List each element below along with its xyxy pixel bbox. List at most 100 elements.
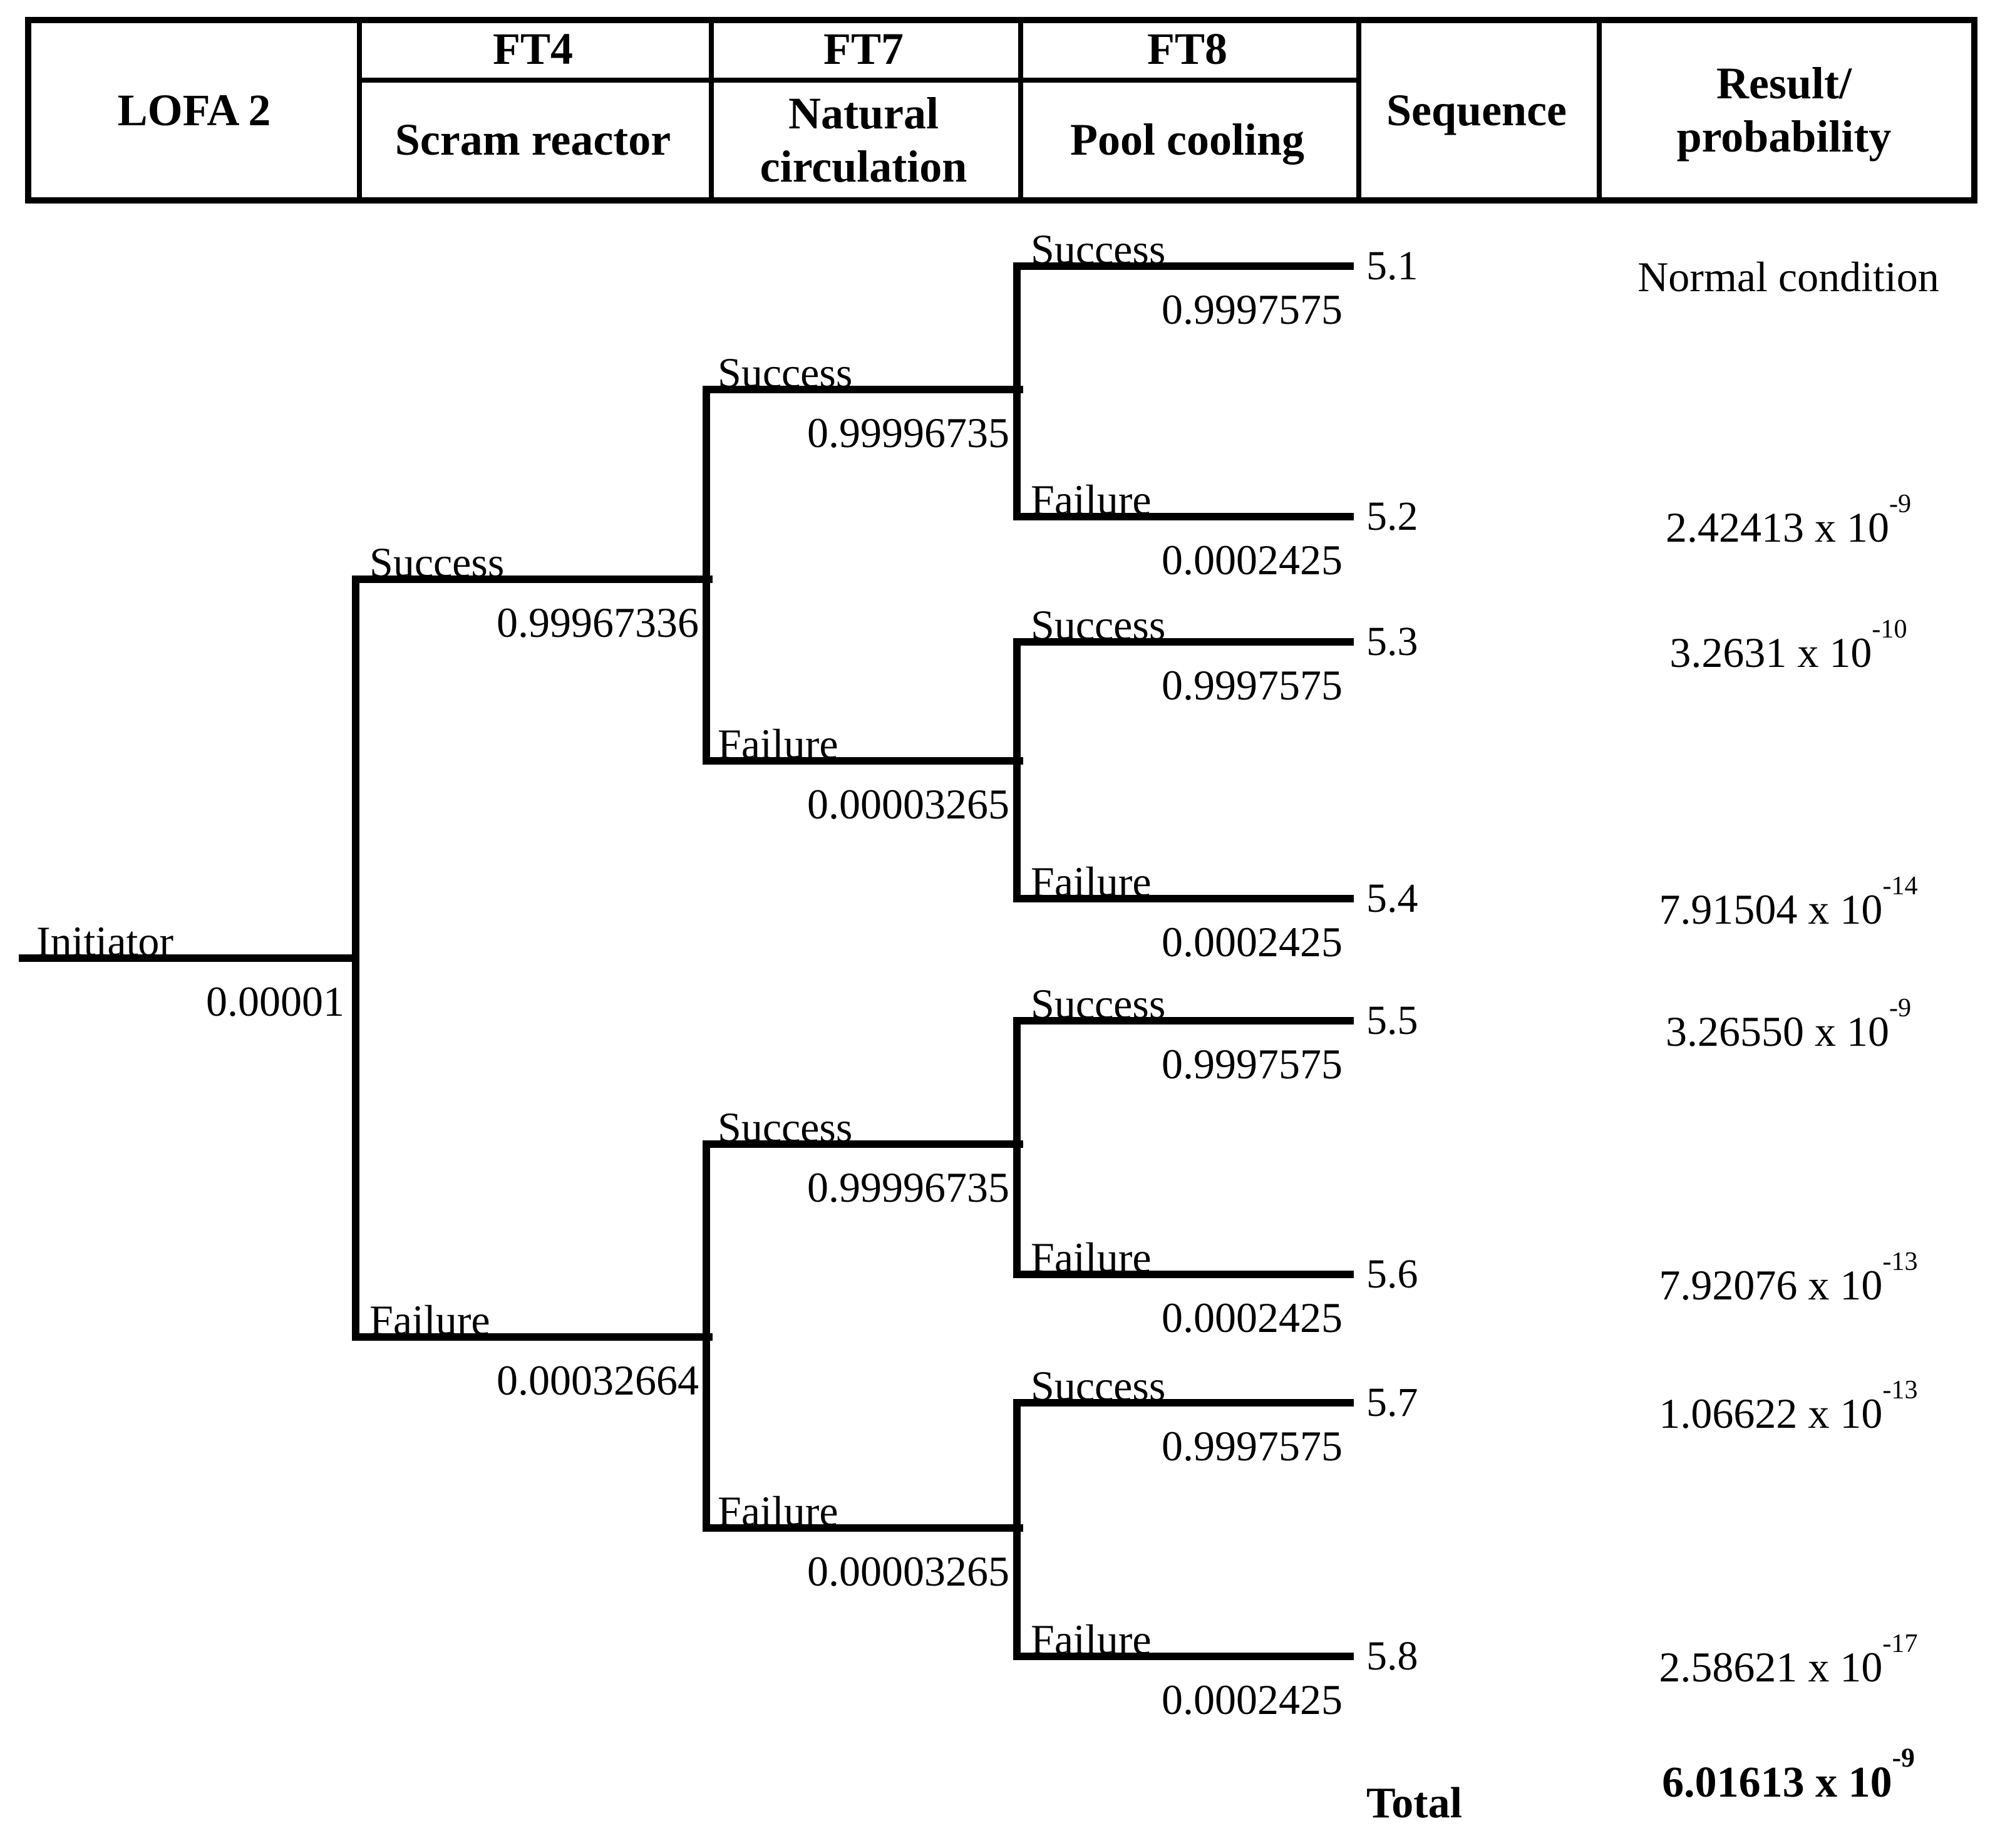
ft8-branch-1-probability: 0.9997575 [1162, 286, 1343, 333]
terminal-line-5-2 [1013, 513, 1354, 520]
ft8-branch-3-label: Success [1031, 601, 1166, 649]
ft8-branch-5-label: Success [1031, 980, 1166, 1028]
header-result-text: Result/ probability [1677, 57, 1892, 163]
terminal-line-5-8 [1013, 1653, 1354, 1660]
ft8-pair4-vertical-line [1013, 1399, 1021, 1660]
header-cell-ft8-code: FT8 [1147, 23, 1227, 74]
ft7-upper-failure-probability: 0.00003265 [807, 780, 1009, 828]
ft8-branch-7-label: Success [1031, 1362, 1166, 1410]
result-5-1: Normal condition [1609, 251, 1967, 302]
ft8-branch-6-label: Failure [1031, 1234, 1152, 1281]
ft7-upper-vertical-line [703, 386, 710, 765]
header-border-top [25, 17, 1977, 23]
ft4-failure-label: Failure [369, 1296, 490, 1344]
total-value: 6.01613 x 10-9 [1609, 1744, 1967, 1809]
ft7-upper-failure-line [703, 757, 1023, 765]
ft7-lower-success-line [703, 1140, 1023, 1148]
ft8-pair2-vertical-line [1013, 638, 1021, 902]
result-5-2-base: 2.42413 x 10 [1665, 503, 1889, 551]
header-cell-result: Result/ probability [1602, 23, 1966, 197]
ft8-branch-3-probability: 0.9997575 [1162, 661, 1343, 709]
ft7-lower-vertical-line [703, 1140, 710, 1532]
ft7-upper-success-line [703, 386, 1023, 393]
terminal-line-5-7 [1013, 1399, 1354, 1407]
result-5-2: 2.42413 x 10-9 [1609, 491, 1967, 553]
ft8-branch-8-probability: 0.0002425 [1162, 1676, 1343, 1723]
header-divider-v3 [1018, 17, 1023, 204]
result-5-5-exponent: -9 [1889, 993, 1912, 1023]
ft4-success-line [352, 576, 713, 583]
result-5-6: 7.92076 x 10-13 [1609, 1249, 1967, 1311]
header-divider-horizontal [357, 78, 1356, 83]
ft8-pair3-vertical-line [1013, 1017, 1021, 1278]
sequence-id-5-3: 5.3 [1366, 619, 1418, 664]
sequence-id-5-4: 5.4 [1366, 875, 1418, 921]
terminal-line-5-1 [1013, 262, 1354, 270]
result-5-5: 3.26550 x 10-9 [1609, 995, 1967, 1057]
header-border-left [25, 17, 31, 204]
header-border-right [1971, 17, 1977, 204]
ft8-branch-2-probability: 0.0002425 [1162, 536, 1343, 584]
header-divider-v1 [357, 17, 362, 204]
header-cell-ft4-code: FT4 [492, 23, 573, 74]
ft7-lower-failure-line [703, 1524, 1023, 1532]
result-5-3-base: 3.2631 x 10 [1669, 629, 1872, 676]
ft8-branch-8-label: Failure [1031, 1616, 1152, 1663]
result-5-6-exponent: -13 [1882, 1247, 1918, 1277]
ft4-failure-line [352, 1333, 713, 1341]
header-result-line1: Result/ [1716, 58, 1852, 109]
header-cell-ft7-name: Natural circulation [760, 88, 967, 192]
result-5-8-base: 2.58621 x 10 [1659, 1643, 1883, 1691]
header-border-bottom [25, 197, 1977, 204]
ft8-pair1-vertical-line [1013, 262, 1021, 520]
initiator-line [19, 954, 359, 962]
ft8-branch-7-probability: 0.9997575 [1162, 1422, 1343, 1470]
ft7-upper-success-probability: 0.99996735 [807, 409, 1009, 457]
result-5-7-base: 1.06622 x 10 [1659, 1390, 1883, 1437]
ft7-lower-success-probability: 0.99996735 [807, 1164, 1009, 1211]
sequence-id-5-7: 5.7 [1366, 1380, 1418, 1425]
ft7-lower-success-label: Success [718, 1103, 853, 1151]
ft8-branch-1-label: Success [1031, 225, 1166, 273]
ft7-lower-failure-label: Failure [718, 1487, 838, 1535]
result-5-1-base: Normal condition [1637, 253, 1939, 301]
result-5-3: 3.2631 x 10-10 [1609, 616, 1967, 678]
sequence-id-5-2: 5.2 [1366, 493, 1418, 539]
ft7-upper-success-label: Success [718, 349, 853, 396]
ft4-success-label: Success [369, 539, 505, 586]
result-5-5-base: 3.26550 x 10 [1665, 1008, 1889, 1055]
result-5-8-exponent: -17 [1882, 1629, 1918, 1659]
initiator-probability: 0.00001 [206, 978, 344, 1025]
total-value-exponent: -9 [1892, 1742, 1915, 1773]
header-cell-initiating-event: LOFA 2 [117, 85, 271, 135]
result-5-6-base: 7.92076 x 10 [1659, 1261, 1883, 1309]
sequence-id-5-8: 5.8 [1366, 1633, 1418, 1679]
terminal-line-5-4 [1013, 895, 1354, 902]
ft4-failure-probability: 0.00032664 [497, 1356, 699, 1404]
ft8-branch-6-probability: 0.0002425 [1162, 1294, 1343, 1341]
initiator-label: Initiator [36, 917, 174, 965]
result-5-4-exponent: -14 [1882, 871, 1918, 901]
header-cell-sequence: Sequence [1386, 85, 1567, 135]
header-cell-ft7-code: FT7 [823, 23, 904, 74]
ft4-success-probability: 0.99967336 [497, 599, 699, 646]
terminal-line-5-3 [1013, 638, 1354, 646]
result-5-7: 1.06622 x 10-13 [1609, 1377, 1967, 1439]
header-result-line2: probability [1676, 111, 1892, 162]
terminal-line-5-6 [1013, 1271, 1354, 1278]
result-5-8: 2.58621 x 10-17 [1609, 1631, 1967, 1693]
ft8-branch-4-probability: 0.0002425 [1162, 918, 1343, 966]
total-value-base: 6.01613 x 10 [1662, 1758, 1892, 1807]
result-5-2-exponent: -9 [1889, 489, 1912, 519]
result-5-3-exponent: -10 [1872, 614, 1907, 644]
ft7-lower-failure-probability: 0.00003265 [807, 1547, 1009, 1595]
result-5-4-base: 7.91504 x 10 [1659, 885, 1883, 933]
header-cell-ft4-name: Scram reactor [394, 115, 671, 165]
ft8-branch-5-probability: 0.9997575 [1162, 1040, 1343, 1088]
ft4-vertical-line [352, 576, 359, 1341]
result-5-4: 7.91504 x 10-14 [1609, 873, 1967, 935]
header-divider-v4 [1356, 17, 1361, 204]
ft7-upper-failure-label: Failure [718, 720, 838, 768]
result-5-7-exponent: -13 [1882, 1375, 1918, 1405]
